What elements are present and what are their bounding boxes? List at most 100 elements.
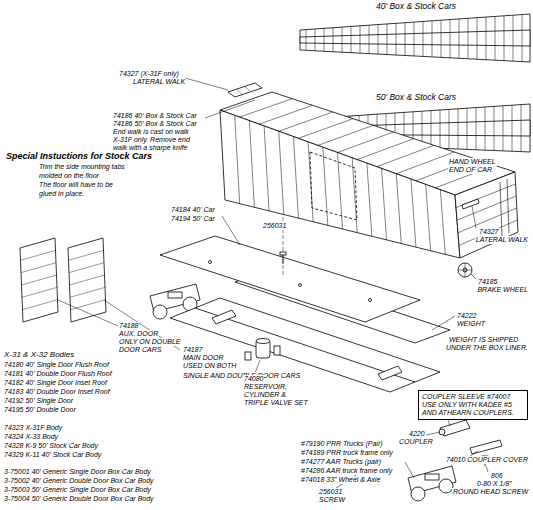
roof-walk-plan-40 (300, 14, 530, 62)
part-label: End walk is cast on walk (112, 128, 190, 136)
part-label: X-31F only. Remove end (112, 136, 191, 144)
end-rib (457, 196, 516, 220)
leader-line (58, 300, 118, 326)
part-label: 40' Box & Stock Cars (375, 2, 457, 12)
door-rib (22, 275, 57, 285)
roof-rib (279, 112, 333, 131)
part-label: WEIGHT (456, 320, 486, 328)
part-label: #74277 AAR Trucks (pair) (300, 458, 382, 466)
part-label: #74189 PRR truck frame only (300, 449, 394, 457)
roof-rib (360, 26, 361, 53)
underframe (170, 298, 440, 392)
roof-rib (357, 139, 414, 160)
part-label: Trim the side mounting tabs (38, 163, 126, 171)
coupler (439, 420, 470, 436)
side-panel-seam (293, 137, 298, 219)
part-label: AUX. DOOR (118, 330, 159, 338)
side-panel-seam (338, 153, 343, 230)
part-label: X-31 & X-32 Bodies (3, 350, 75, 359)
part-label: 74010 COUPLER COVER (445, 456, 529, 464)
roof-rib (405, 23, 406, 56)
door-rib (70, 287, 105, 297)
triple-valve (245, 352, 251, 360)
part-label: 74186 50' Box & Stock Car (112, 120, 198, 128)
part-label: 74329 K-11 40' Stock Car Body (3, 451, 102, 459)
wheel (439, 479, 453, 493)
roof-rib (435, 165, 494, 188)
roof-rib (324, 28, 325, 51)
leader-line (222, 216, 240, 245)
part-label: 74184 40' Car (170, 206, 216, 214)
roof-rib (494, 106, 495, 150)
part-label: 74328 K-9 50' Stock Car Body (3, 442, 99, 450)
part-label: 74194 50' Car (170, 215, 216, 223)
part-label: ROUND HEAD SCREW (452, 488, 529, 496)
part-label: COUPLER (398, 438, 434, 446)
side-panel-seam (323, 147, 328, 225)
roof-rib (521, 105, 522, 152)
roof-rib (432, 21, 433, 57)
wheel (411, 487, 425, 501)
roof-rib (495, 16, 496, 60)
roof-rib (431, 111, 432, 148)
roof-rib (387, 24, 388, 55)
part-label: 74327 (478, 228, 499, 236)
part-label: 74323 X-31F Body (3, 424, 63, 432)
part-label: 256031 (262, 222, 287, 230)
roof-rib (414, 22, 415, 56)
leader-line (205, 100, 255, 118)
running-board (300, 30, 530, 46)
aux-door (20, 238, 58, 322)
part-label: 806 (490, 472, 504, 480)
roof-rib (440, 110, 441, 148)
door-rib (69, 250, 104, 260)
door-rib (70, 275, 105, 285)
part-label: 3-75002 40' Generic Double Door Box Car … (3, 477, 155, 485)
roof-rib (369, 25, 370, 53)
part-label: 50' Box & Stock Cars (375, 93, 457, 103)
side-panel-seam (264, 126, 269, 211)
coupler-cover (470, 440, 502, 454)
part-label: 74195 50' Double Door (3, 406, 77, 414)
car-body (220, 92, 518, 258)
roof-rib (459, 19, 460, 58)
roof-rib (450, 20, 451, 58)
roof-rib (504, 16, 505, 61)
door-rib (23, 300, 58, 310)
part-label: TRIPLE VALVE SET (243, 399, 309, 407)
bolster (378, 366, 402, 380)
body-screw (280, 252, 286, 264)
part-label: LATERAL WALK (132, 78, 186, 86)
door-rib (22, 287, 57, 297)
door-ribs (69, 250, 106, 309)
roof-rib (477, 18, 478, 60)
lateral-walk (228, 83, 262, 97)
side-panel-seam (396, 174, 401, 244)
roof-rib (467, 108, 468, 149)
underframe-plate (170, 298, 440, 392)
floor-hole (209, 261, 212, 264)
side-panel-seam (279, 131, 284, 214)
wheel (153, 305, 167, 319)
roof-rib (396, 23, 397, 55)
body-side (220, 110, 460, 258)
roof-rib (342, 27, 343, 52)
roof-rib (441, 20, 442, 57)
part-label: 74180 40' Single Door Flush Roof (3, 361, 110, 369)
floor-plate (160, 236, 420, 322)
roof-rib (468, 18, 469, 58)
door-ribs (21, 250, 58, 309)
leader-line (185, 78, 228, 90)
roof-rib (476, 108, 477, 150)
door-panel (68, 238, 106, 322)
part-label: WEIGHT IS SHIPPED (448, 336, 519, 344)
note-text: COUPLER SLEEVE #74007 USE ONLY WITH KADE… (422, 393, 524, 417)
part-label: 3-75004 50' Generic Double Door Box Car … (3, 495, 155, 503)
part-label: 74181 40' Double Door Flush Roof (3, 370, 113, 378)
side-panel-seam (367, 163, 372, 236)
roof-rib (306, 30, 307, 51)
leader-line (432, 316, 455, 330)
part-label: CYLINDER & (243, 391, 287, 399)
side-panel-seam (440, 190, 445, 255)
